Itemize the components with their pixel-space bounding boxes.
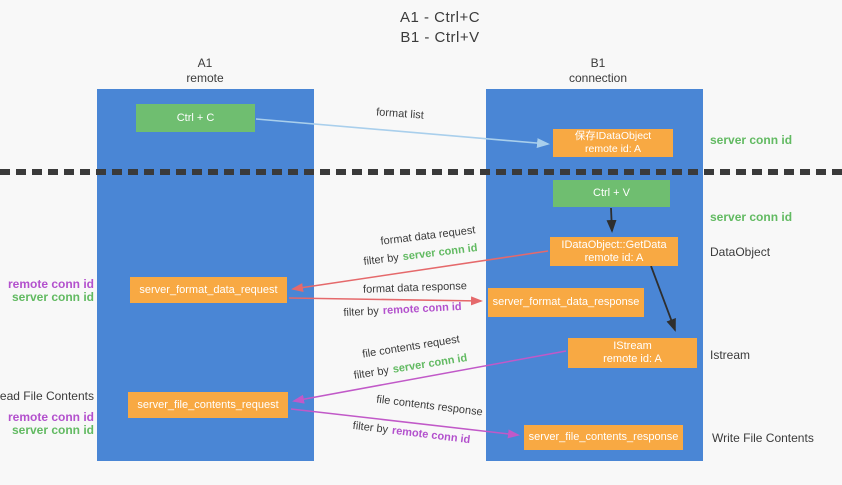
node-istream: IStream remote id: A	[568, 338, 697, 368]
node-save-idataobject: 保存IDataObject remote id: A	[553, 129, 673, 157]
node-file-response-label: server_file_contents_response	[528, 431, 679, 443]
filter-by-text: filter by	[352, 364, 390, 382]
node-server-file-contents-request: server_file_contents_request	[128, 392, 288, 418]
annotation-conn-ids-format: remote conn id server conn id	[8, 278, 94, 304]
dashed-separator-line	[0, 169, 842, 175]
label-format-data-response: format data response	[362, 280, 468, 296]
column-b1-role: connection	[568, 71, 628, 85]
node-ctrl-v: Ctrl + V	[553, 180, 670, 207]
label-format-list: format list	[375, 106, 425, 122]
node-idataobject-getdata: IDataObject::GetData remote id: A	[550, 237, 678, 266]
remote-conn-id-text: remote conn id	[382, 300, 462, 318]
filter-by-text: filter by	[343, 305, 380, 320]
node-istream-line1: IStream	[613, 340, 652, 352]
annotation-write-file-contents: Write File Contents	[712, 431, 814, 445]
annotation-remote-conn-id-2: remote conn id	[7, 410, 94, 424]
node-save-idataobject-line1: 保存IDataObject	[574, 130, 652, 142]
node-format-response-label: server_format_data_response	[492, 296, 640, 308]
annotation-server-conn-id-1: server conn id	[11, 290, 94, 304]
column-header-a1: A1 remote	[135, 56, 275, 86]
column-a1-name: A1	[197, 56, 213, 70]
node-istream-line2: remote id: A	[603, 353, 662, 365]
title-line-1: A1 - Ctrl+C	[399, 9, 481, 26]
node-getdata-line2: remote id: A	[584, 251, 644, 264]
annotation-server-conn-id-top: server conn id	[710, 133, 793, 147]
node-ctrl-c-label: Ctrl + C	[176, 111, 215, 124]
annotation-server-conn-id-2: server conn id	[11, 423, 94, 437]
annotation-server-conn-id-mid: server conn id	[710, 210, 793, 224]
node-format-request-label: server_format_data_request	[139, 283, 278, 296]
remote-conn-id-text: remote conn id	[391, 424, 471, 447]
column-header-b1: B1 connection	[528, 56, 668, 86]
annotation-istream: Istream	[710, 348, 751, 362]
node-server-format-data-request: server_format_data_request	[130, 277, 287, 303]
diagram-title: A1 - Ctrl+C B1 - Ctrl+V	[330, 8, 550, 48]
node-ctrl-v-label: Ctrl + V	[593, 187, 630, 199]
node-ctrl-c: Ctrl + C	[136, 104, 255, 132]
node-getdata-line1: IDataObject::GetData	[561, 238, 667, 251]
node-save-idataobject-line2: remote id: A	[584, 143, 642, 155]
annotation-conn-ids-file: remote conn id server conn id	[8, 411, 94, 437]
column-a1-role: remote	[186, 71, 224, 85]
annotation-dataobject: DataObject	[710, 245, 771, 259]
title-line-2: B1 - Ctrl+V	[400, 29, 480, 46]
node-server-file-contents-response: server_file_contents_response	[524, 425, 683, 450]
annotation-remote-conn-id-1: remote conn id	[7, 277, 94, 291]
filter-by-text: filter by	[352, 419, 389, 437]
label-file-contents-response: file contents response	[375, 393, 484, 419]
filter-by-text: filter by	[362, 251, 400, 268]
annotation-read-file-contents: Read File Contents	[0, 389, 94, 403]
server-conn-id-text: server conn id	[402, 242, 479, 264]
node-server-format-data-response: server_format_data_response	[488, 288, 644, 317]
node-file-request-label: server_file_contents_request	[137, 398, 279, 411]
column-b1-name: B1	[590, 56, 606, 70]
server-conn-id-text: server conn id	[391, 352, 469, 376]
